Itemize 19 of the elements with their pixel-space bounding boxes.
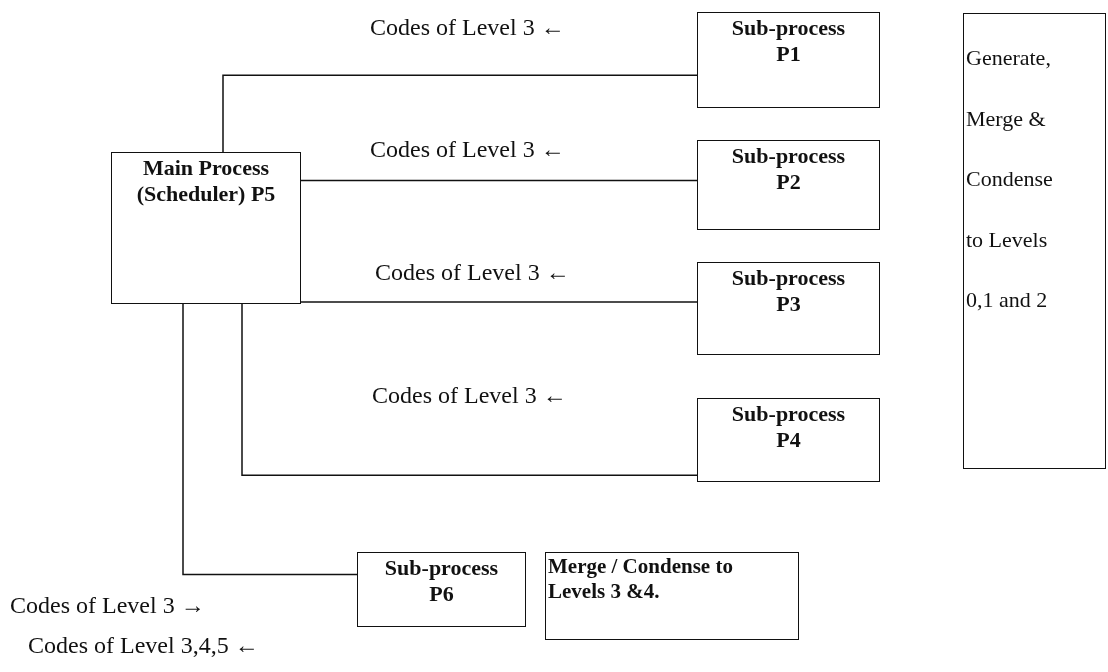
process-box: Sub-process P3 bbox=[697, 262, 880, 355]
edge-label: Codes of Level 3 ← bbox=[372, 383, 567, 407]
connector-line bbox=[222, 74, 698, 153]
connector-line bbox=[300, 179, 698, 182]
process-box: Sub-process P6 bbox=[357, 552, 526, 627]
connector-line bbox=[182, 303, 358, 576]
note-text: Codes of Level 3,4,5 ← bbox=[28, 633, 259, 657]
edge-label: Codes of Level 3 ← bbox=[370, 137, 565, 161]
process-box: Sub-process P2 bbox=[697, 140, 880, 230]
note-box: Generate, Merge & Condense to Levels 0,1 and 2 bbox=[963, 13, 1106, 469]
note-box: Merge / Condense to Levels 3 &4. bbox=[545, 552, 799, 640]
edge-label: Codes of Level 3 ← bbox=[370, 15, 565, 39]
connector-line bbox=[241, 303, 698, 477]
process-box: Sub-process P4 bbox=[697, 398, 880, 482]
edge-label: Codes of Level 3 → bbox=[10, 593, 205, 617]
edge-label: Codes of Level 3 ← bbox=[375, 260, 570, 284]
connector-line bbox=[300, 301, 698, 303]
process-box: Sub-process P1 bbox=[697, 12, 880, 108]
process-box: Main Process (Scheduler) P5 bbox=[111, 152, 301, 304]
